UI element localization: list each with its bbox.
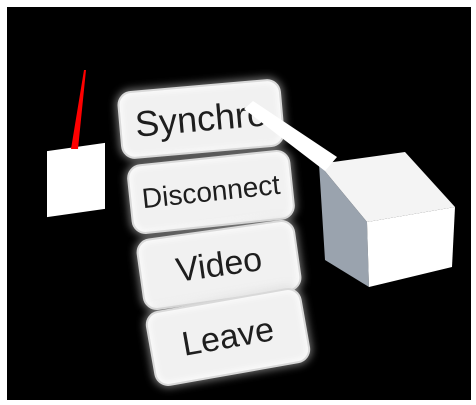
video-label: Video: [173, 239, 265, 290]
disconnect-label: Disconnect: [140, 168, 282, 215]
synchro-label: Synchro: [133, 92, 269, 145]
vr-scene: Synchro Disconnect Video Leave: [7, 7, 471, 400]
right-controller-cube: [307, 152, 457, 287]
vr-menu: Synchro Disconnect Video Leave: [7, 7, 471, 400]
leave-label: Leave: [178, 309, 277, 364]
synchro-button[interactable]: Synchro: [116, 77, 286, 161]
